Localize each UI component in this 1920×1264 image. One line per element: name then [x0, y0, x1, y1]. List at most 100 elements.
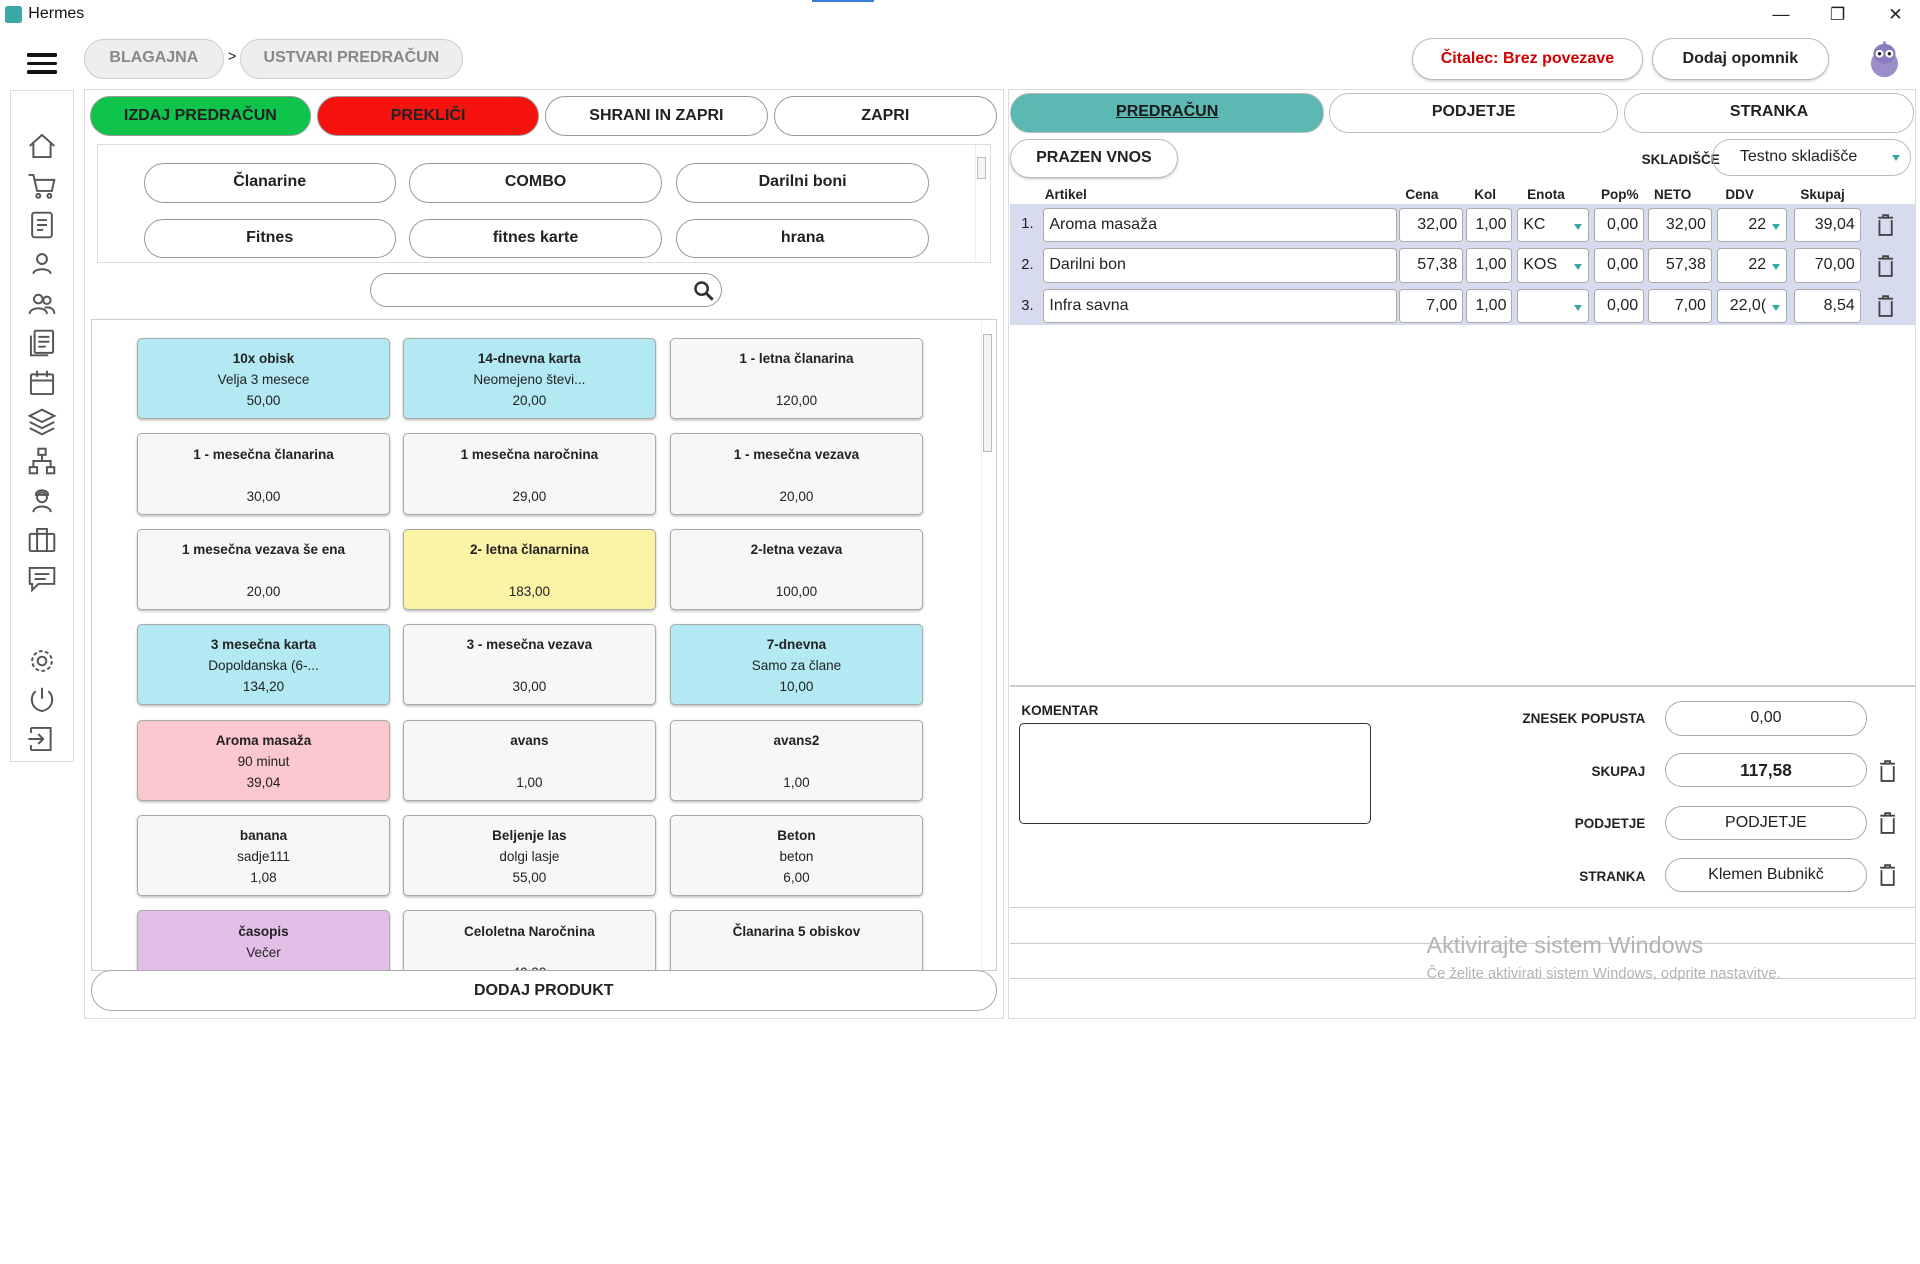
- save-close-button[interactable]: SHRANI IN ZAPRI: [545, 95, 768, 137]
- minimize-button[interactable]: —: [1772, 4, 1790, 24]
- product-scrollbar[interactable]: [980, 319, 993, 970]
- item-qty-field[interactable]: 1,00: [1465, 207, 1513, 243]
- category-button[interactable]: Darilni boni: [676, 163, 929, 203]
- item-vat-field[interactable]: 22: [1716, 248, 1787, 283]
- item-unit-field[interactable]: [1517, 288, 1589, 324]
- trash-icon[interactable]: [1877, 214, 1894, 236]
- product-tile[interactable]: Članarina 5 obiskov: [670, 910, 923, 970]
- category-scrollbar[interactable]: [974, 144, 987, 262]
- avatar-icon[interactable]: [1866, 39, 1903, 78]
- empty-entry-button[interactable]: PRAZEN VNOS: [1010, 138, 1178, 179]
- tab-stranka[interactable]: STRANKA: [1624, 93, 1914, 133]
- item-total-field[interactable]: 8,54: [1794, 288, 1861, 324]
- settings-icon[interactable]: [26, 645, 58, 677]
- category-button[interactable]: Fitnes: [143, 218, 396, 258]
- add-reminder-button[interactable]: Dodaj opomnik: [1651, 38, 1829, 80]
- reader-status-button[interactable]: Čitalec: Brez povezave: [1411, 38, 1644, 80]
- item-price-field[interactable]: 32,00: [1399, 207, 1464, 243]
- hierarchy-icon[interactable]: [26, 445, 58, 477]
- item-unit-field[interactable]: KC: [1517, 207, 1589, 243]
- user-icon[interactable]: [26, 248, 58, 280]
- item-qty-field[interactable]: 1,00: [1465, 288, 1513, 324]
- item-price-field[interactable]: 7,00: [1399, 288, 1464, 324]
- tab-podjetje[interactable]: PODJETJE: [1329, 93, 1619, 133]
- item-article-field[interactable]: Infra savna: [1043, 288, 1397, 324]
- trash-icon[interactable]: [1877, 295, 1894, 317]
- search-icon[interactable]: [693, 280, 715, 302]
- add-product-button[interactable]: DODAJ PRODUKT: [90, 969, 997, 1012]
- trash-icon[interactable]: [1879, 864, 1896, 886]
- item-article-field[interactable]: Darilni bon: [1043, 248, 1397, 283]
- logout-icon[interactable]: [26, 723, 58, 755]
- category-button[interactable]: Članarine: [143, 163, 396, 203]
- item-vat-field[interactable]: 22: [1716, 207, 1787, 243]
- layers-icon[interactable]: [26, 406, 58, 438]
- item-vat-field[interactable]: 22,0(: [1716, 288, 1787, 324]
- item-discount-field[interactable]: 0,00: [1593, 248, 1645, 283]
- category-button[interactable]: fitnes karte: [409, 218, 662, 258]
- item-net-field[interactable]: 57,38: [1647, 248, 1712, 283]
- tab-predracun[interactable]: PREDRAČUN: [1010, 93, 1325, 133]
- customer-field[interactable]: Klemen Bubnikč: [1665, 857, 1867, 893]
- comment-input[interactable]: [1018, 723, 1371, 825]
- close-window-button[interactable]: ✕: [1888, 4, 1903, 24]
- discount-field[interactable]: 0,00: [1665, 701, 1867, 736]
- breadcrumb-ustvari-predracun[interactable]: USTVARI PREDRAČUN: [240, 39, 463, 79]
- category-button[interactable]: COMBO: [409, 163, 662, 203]
- trash-icon[interactable]: [1879, 812, 1896, 834]
- company-field[interactable]: PODJETJE: [1665, 805, 1867, 841]
- item-discount-field[interactable]: 0,00: [1593, 207, 1645, 243]
- briefcase-icon[interactable]: [26, 524, 58, 556]
- home-icon[interactable]: [26, 130, 58, 162]
- item-qty-field[interactable]: 1,00: [1465, 248, 1513, 283]
- product-tile[interactable]: Celoletna Naročnina40,00: [403, 910, 656, 970]
- item-price-field[interactable]: 57,38: [1399, 248, 1464, 283]
- item-unit-field[interactable]: KOS: [1517, 248, 1589, 283]
- item-discount-field[interactable]: 0,00: [1593, 288, 1645, 324]
- worker-icon[interactable]: [26, 485, 58, 517]
- product-search-input[interactable]: [370, 272, 723, 308]
- power-icon[interactable]: [26, 684, 58, 716]
- calendar-icon[interactable]: [26, 367, 58, 399]
- item-net-field[interactable]: 32,00: [1647, 207, 1712, 243]
- item-total-field[interactable]: 70,00: [1794, 248, 1861, 283]
- issue-invoice-button[interactable]: IZDAJ PREDRAČUN: [89, 95, 312, 137]
- item-total-field[interactable]: 39,04: [1794, 207, 1861, 243]
- item-article-field[interactable]: Aroma masaža: [1043, 207, 1397, 243]
- category-button[interactable]: hrana: [676, 218, 929, 258]
- maximize-button[interactable]: ❐: [1829, 4, 1846, 24]
- invoice-icon[interactable]: [26, 209, 58, 241]
- breadcrumb-blagajna[interactable]: BLAGAJNA: [83, 39, 224, 79]
- cancel-button[interactable]: PREKLIČI: [317, 95, 539, 137]
- trash-icon[interactable]: [1879, 760, 1896, 783]
- users-icon[interactable]: [26, 288, 58, 320]
- cart-icon[interactable]: [18, 163, 65, 208]
- menu-icon[interactable]: [27, 52, 57, 74]
- item-net-field[interactable]: 7,00: [1647, 288, 1712, 324]
- close-button[interactable]: ZAPRI: [773, 95, 997, 137]
- documents-icon[interactable]: [26, 327, 58, 359]
- chat-icon[interactable]: [26, 563, 58, 595]
- warehouse-select[interactable]: Testno skladišče: [1711, 138, 1912, 176]
- chevron-down-icon: [1771, 264, 1780, 270]
- trash-icon[interactable]: [1877, 254, 1894, 277]
